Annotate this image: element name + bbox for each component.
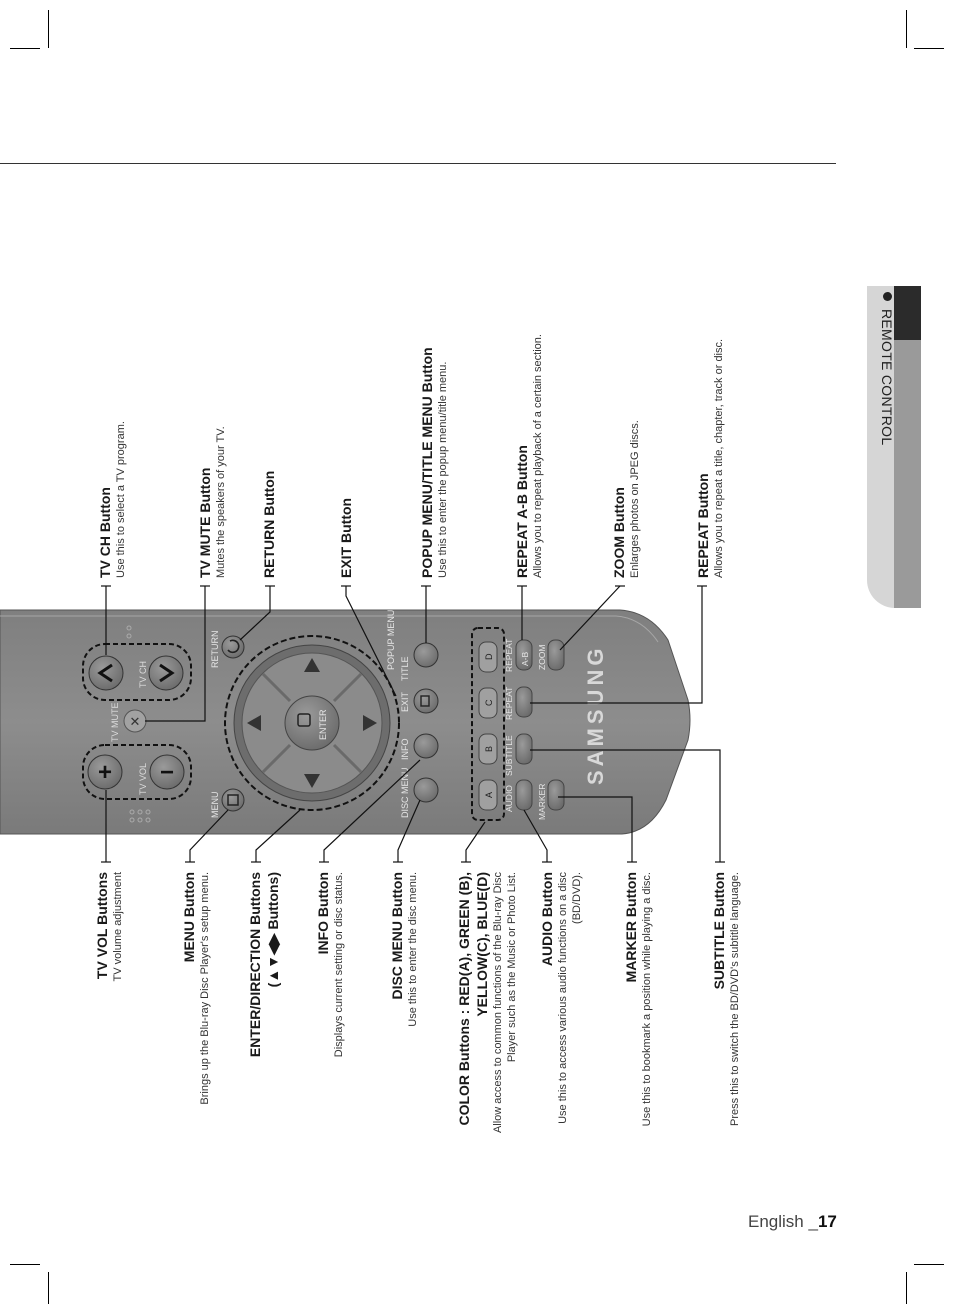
tv-vol-outline xyxy=(82,744,192,800)
repeat-ab-button xyxy=(515,639,533,671)
direction-outline xyxy=(224,635,400,811)
vol-plus-button xyxy=(87,754,123,790)
crop-mark xyxy=(10,1264,40,1265)
label-menu: MENU Button Brings up the Blu-ray Disc P… xyxy=(181,872,211,1105)
crop-mark xyxy=(906,10,907,48)
svg-text:REPEAT: REPEAT xyxy=(504,639,514,672)
left-arrow-icon xyxy=(247,715,261,731)
label-info: INFO Button Displays current setting or … xyxy=(315,872,345,1058)
color-c-button xyxy=(478,687,498,719)
crop-mark xyxy=(914,1264,944,1265)
svg-text:B: B xyxy=(484,746,494,752)
ch-up-button xyxy=(88,655,124,691)
label-tv-ch: TV CH Button Use this to select a TV pro… xyxy=(97,421,127,578)
enter-button xyxy=(284,695,340,751)
svg-text:ENTER: ENTER xyxy=(318,709,328,740)
svg-text:A-B: A-B xyxy=(520,652,530,667)
svg-text:TV VOL: TV VOL xyxy=(138,763,148,795)
label-repeat: REPEAT Button Allows you to repeat a tit… xyxy=(695,338,725,578)
exit-button xyxy=(413,688,439,714)
svg-text:DISC MENU: DISC MENU xyxy=(400,767,410,818)
repeat-button xyxy=(515,686,533,718)
marker-button xyxy=(547,779,565,811)
svg-text:TV MUTE: TV MUTE xyxy=(110,703,120,743)
crop-mark xyxy=(906,1272,907,1304)
color-b-button xyxy=(478,733,498,765)
color-d-button xyxy=(478,641,498,673)
crop-mark xyxy=(914,48,944,49)
right-arrow-icon xyxy=(363,715,377,731)
svg-text:MENU: MENU xyxy=(210,792,220,819)
label-subtitle: SUBTITLE Button Press this to switch the… xyxy=(711,872,741,1126)
tv-ch-outline xyxy=(82,643,192,701)
return-button xyxy=(221,635,245,659)
vol-minus-button xyxy=(149,754,185,790)
svg-text:C: C xyxy=(484,699,494,706)
svg-text:REPEAT: REPEAT xyxy=(504,687,514,720)
audio-button xyxy=(515,779,533,811)
section-tab-marker xyxy=(894,286,921,340)
svg-text:EXIT: EXIT xyxy=(400,691,410,712)
crop-mark xyxy=(10,48,40,49)
section-title: REMOTE CONTROL xyxy=(879,292,895,445)
subtitle-button xyxy=(515,733,533,765)
color-a-button xyxy=(478,779,498,811)
label-marker: MARKER Button Use this to bookmark a pos… xyxy=(623,872,653,1127)
down-arrow-icon xyxy=(304,774,320,788)
svg-text:TV CH: TV CH xyxy=(138,661,148,688)
label-popup-menu: POPUP MENU/TITLE MENU Button Use this to… xyxy=(419,347,449,578)
svg-text:AUDIO: AUDIO xyxy=(504,785,514,812)
crop-mark xyxy=(48,10,49,48)
svg-text:ZOOM: ZOOM xyxy=(537,645,547,671)
label-tv-vol: TV VOL Buttons TV volume adjustment xyxy=(94,872,124,982)
up-arrow-icon xyxy=(304,658,320,672)
disc-menu-button xyxy=(413,777,439,803)
svg-text:TITLE: TITLE xyxy=(400,656,410,681)
bullet-icon xyxy=(883,292,892,301)
label-repeat-ab: REPEAT A-B Button Allows you to repeat p… xyxy=(514,334,544,578)
label-audio: AUDIO Button Use this to access various … xyxy=(539,872,583,1124)
svg-text:−: − xyxy=(160,759,174,786)
label-exit: EXIT Button xyxy=(338,497,354,578)
svg-text:+: + xyxy=(98,759,112,786)
ch-down-button xyxy=(148,655,184,691)
color-buttons-outline xyxy=(471,627,505,821)
svg-text:SUBTITLE: SUBTITLE xyxy=(504,735,514,776)
svg-text:A: A xyxy=(484,792,494,798)
label-enter-direction: ENTER/DIRECTION Buttons (▲▼◀▶ Buttons) xyxy=(247,872,281,1058)
zoom-button xyxy=(547,639,565,671)
label-disc-menu: DISC MENU Button Use this to enter the d… xyxy=(389,872,419,1027)
brand-logo: SAMSUNG xyxy=(583,645,608,785)
page-footer: English _17 xyxy=(748,1212,837,1231)
label-color-buttons: COLOR Buttons : RED(A), GREEN (B), YELLO… xyxy=(456,872,518,1134)
svg-text:D: D xyxy=(484,653,494,660)
label-return: RETURN Button xyxy=(261,470,277,578)
label-tv-mute: TV MUTE Button Mutes the speakers of you… xyxy=(197,426,227,578)
svg-text:✕: ✕ xyxy=(130,714,141,729)
menu-button xyxy=(221,788,245,812)
svg-text:RETURN: RETURN xyxy=(210,631,220,669)
header-rule xyxy=(0,163,836,164)
crop-mark xyxy=(48,1272,49,1304)
label-zoom: ZOOM Button Enlarges photos on JPEG disc… xyxy=(611,420,641,578)
svg-text:MARKER: MARKER xyxy=(537,784,547,820)
svg-text:POPUP MENU: POPUP MENU xyxy=(386,610,396,670)
popup-menu-button xyxy=(413,642,439,668)
svg-text:INFO: INFO xyxy=(400,739,410,761)
info-button xyxy=(413,733,439,759)
